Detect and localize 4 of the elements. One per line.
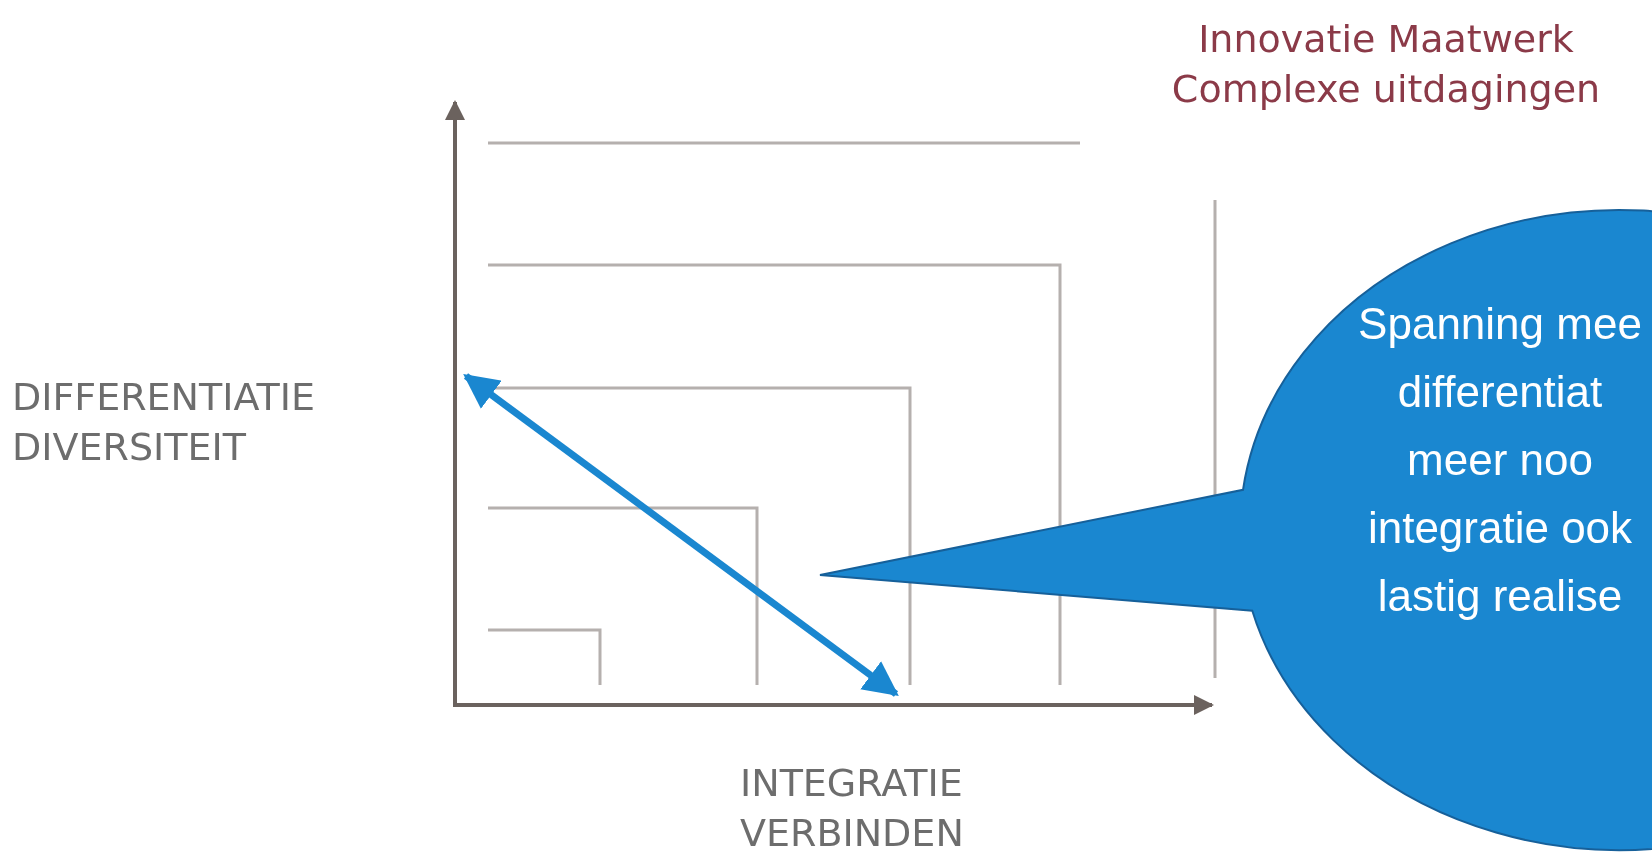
category-note: Innovatie Maatwerk Complexe uitdagingen (1170, 16, 1602, 113)
bubble-text: Spanning mee differentiat meer noo integratie ook lastig realise (1357, 298, 1643, 622)
axis-label: DIFFERENTIATIE DIVERSITEIT (12, 374, 316, 471)
axis-label: INTEGRATIE VERBINDEN (740, 760, 965, 857)
